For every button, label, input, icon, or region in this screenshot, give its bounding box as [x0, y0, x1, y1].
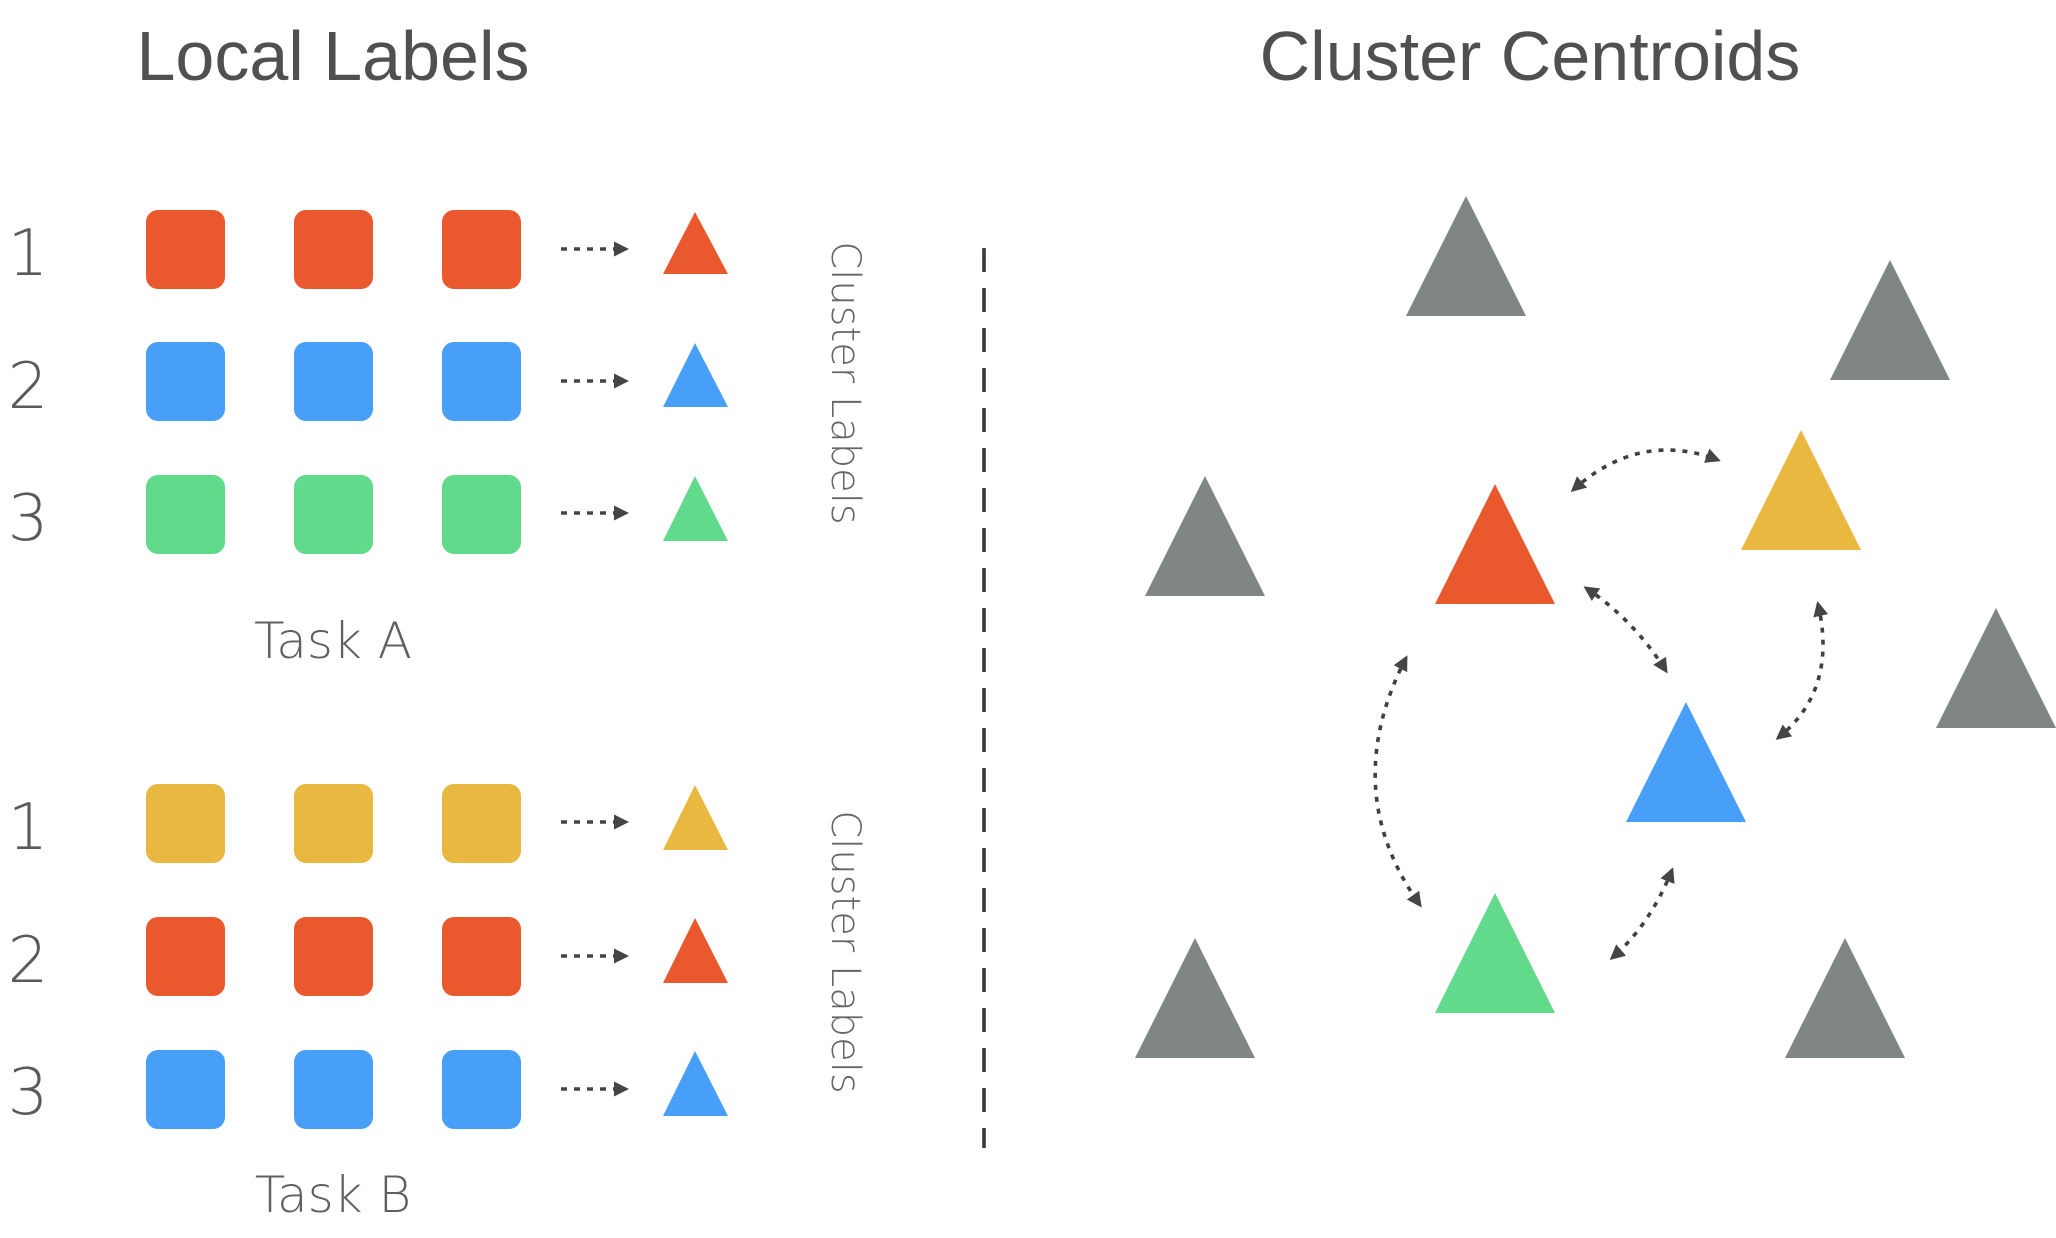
gray-centroid-4	[1936, 608, 2056, 728]
yellow-centroid	[1741, 430, 1861, 550]
task-a-group: 1 2 3 Task A Cluster Labels	[8, 210, 868, 670]
task-b-row-3-square-1	[146, 1050, 225, 1129]
cluster-centroids-heading: Cluster Centroids	[1260, 17, 1801, 95]
task-b-row-2-square-3	[442, 917, 521, 996]
task-b-row-2-square-1	[146, 917, 225, 996]
task-a-row-3-square-3	[442, 475, 521, 554]
task-b-row-1-number: 1	[8, 791, 49, 865]
task-a-row-2-number: 2	[8, 350, 49, 424]
task-a-row-3-square-1	[146, 475, 225, 554]
task-b-row-1-square-2	[294, 784, 373, 863]
task-a-row-1-number: 1	[8, 217, 49, 291]
task-a-row-3-number: 3	[8, 482, 49, 556]
task-a-row-1-square-3	[442, 210, 521, 289]
task-a-row-3: 3	[8, 475, 728, 556]
task-b-row-3-square-3	[442, 1050, 521, 1129]
gray-centroid-3	[1145, 476, 1265, 596]
task-a-label: Task A	[254, 612, 412, 670]
task-b-row-1-square-3	[442, 784, 521, 863]
task-a-row-2-square-2	[294, 342, 373, 421]
arrow-yellow-blue	[1775, 601, 1829, 740]
task-b-label: Task B	[255, 1166, 412, 1224]
task-b-row-1-triangle	[663, 785, 728, 850]
task-b-row-3-number: 3	[8, 1056, 49, 1130]
centroid-space	[1135, 196, 2056, 1058]
task-a-row-2-square-1	[146, 342, 225, 421]
task-b-row-3: 3	[8, 1050, 728, 1130]
task-a-row-1-square-2	[294, 210, 373, 289]
task-b-row-3-triangle	[663, 1051, 728, 1116]
task-a-row-3-square-2	[294, 475, 373, 554]
task-b-group: 1 2 3 Task B Cluster Labels	[8, 784, 868, 1224]
task-a-cluster-labels: Cluster Labels	[822, 241, 868, 524]
local-labels-heading: Local Labels	[136, 17, 529, 95]
arrow-red-green	[1373, 655, 1422, 908]
task-b-row-2-square-2	[294, 917, 373, 996]
task-b-row-1: 1	[8, 784, 728, 865]
arrow-red-blue	[1583, 586, 1668, 674]
task-a-row-1: 1	[8, 210, 728, 291]
blue-centroid	[1626, 702, 1746, 822]
task-a-row-2: 2	[8, 342, 728, 424]
task-b-row-1-square-1	[146, 784, 225, 863]
red-centroid	[1435, 484, 1555, 604]
gray-centroid-5	[1135, 938, 1255, 1058]
task-b-row-3-square-2	[294, 1050, 373, 1129]
gray-centroid-2	[1830, 260, 1950, 380]
task-b-row-2: 2	[8, 917, 728, 998]
task-a-row-2-square-3	[442, 342, 521, 421]
task-a-row-1-triangle	[663, 212, 728, 274]
arrow-blue-green	[1609, 867, 1675, 960]
task-b-row-2-number: 2	[8, 924, 49, 998]
task-b-cluster-labels: Cluster Labels	[822, 810, 868, 1093]
task-a-row-3-triangle	[663, 476, 728, 541]
task-a-row-1-square-1	[146, 210, 225, 289]
task-a-row-2-triangle	[663, 343, 728, 407]
gray-centroid-1	[1406, 196, 1526, 316]
green-centroid	[1435, 893, 1555, 1013]
gray-centroid-6	[1785, 938, 1905, 1058]
task-b-row-2-triangle	[663, 918, 728, 983]
arrow-red-yellow	[1570, 448, 1721, 493]
